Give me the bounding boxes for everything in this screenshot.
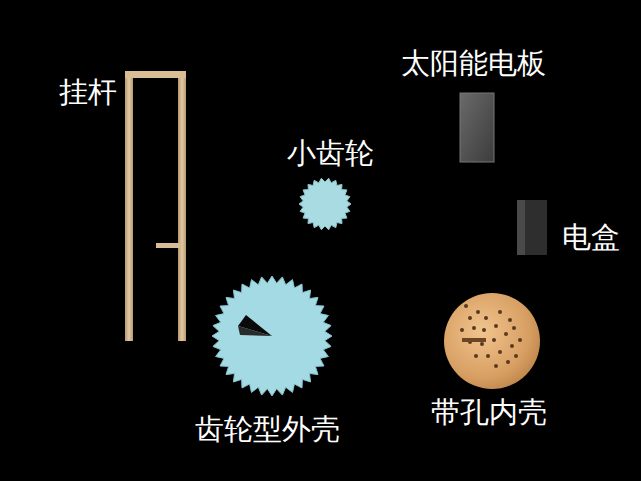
gear-shell xyxy=(212,276,332,396)
hole xyxy=(494,364,498,368)
hole xyxy=(514,354,518,358)
part-label: 挂杆 xyxy=(59,77,117,109)
hole xyxy=(484,316,488,320)
part-label: 带孔内壳 xyxy=(431,397,547,429)
hanging-rod xyxy=(125,71,186,341)
electric-box xyxy=(517,200,547,255)
solar-panel xyxy=(460,93,494,162)
hole xyxy=(510,344,514,348)
hole xyxy=(486,354,490,358)
hole xyxy=(468,316,472,320)
hole xyxy=(474,354,478,358)
hole xyxy=(492,338,496,342)
part-label: 小齿轮 xyxy=(287,138,374,170)
part-label: 太阳能电板 xyxy=(401,48,546,80)
hole xyxy=(504,332,508,336)
hole xyxy=(508,318,512,322)
hole xyxy=(494,324,498,328)
hole xyxy=(482,328,486,332)
hole xyxy=(498,310,502,314)
small-gear xyxy=(299,178,351,229)
hole xyxy=(472,326,476,330)
part-label: 电盒 xyxy=(562,222,620,254)
hole xyxy=(480,342,484,346)
hole xyxy=(476,310,480,314)
hole xyxy=(518,338,522,342)
hole xyxy=(512,326,516,330)
slot xyxy=(462,338,486,342)
perforated-inner-shell xyxy=(444,293,540,389)
hole xyxy=(506,360,510,364)
hole xyxy=(498,350,502,354)
hole xyxy=(460,328,464,332)
hole xyxy=(464,304,468,308)
part-label: 齿轮型外壳 xyxy=(195,414,340,446)
